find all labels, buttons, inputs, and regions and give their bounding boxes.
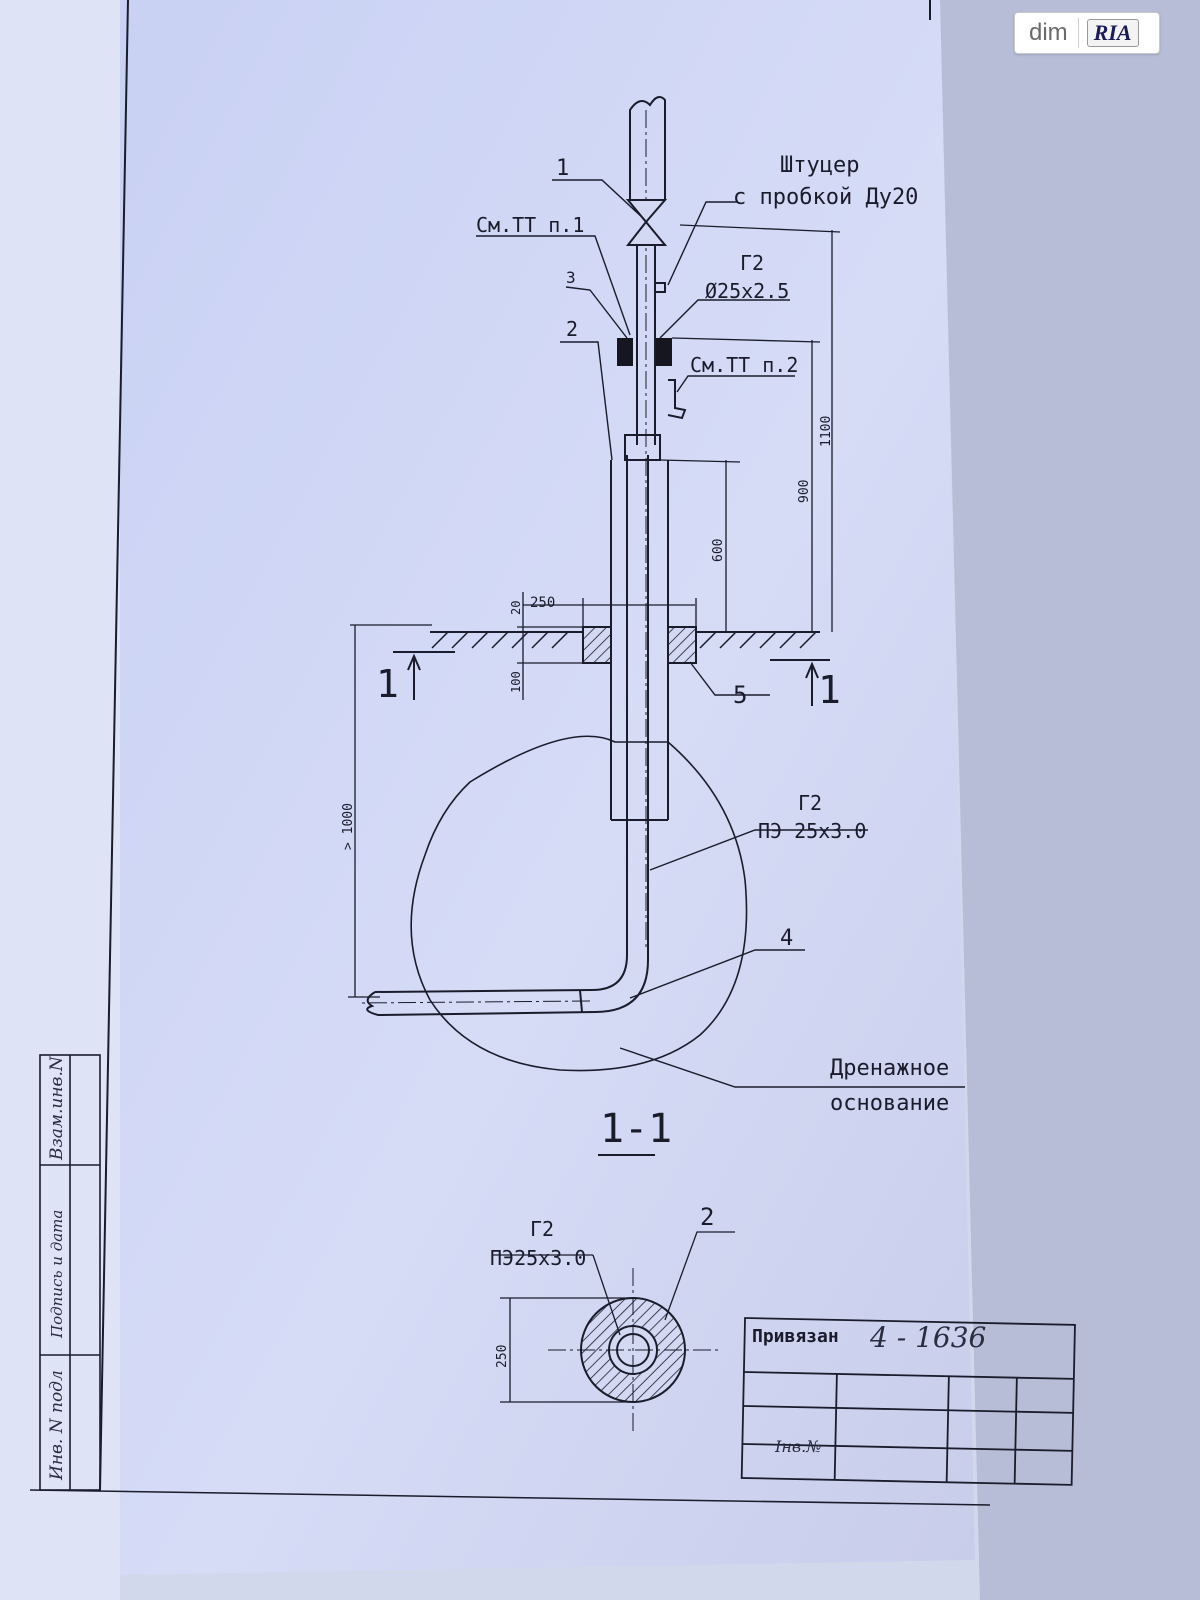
section-mark-right: 1 [818,668,841,712]
watermark-separator [1077,18,1079,48]
callout-smtt1: См.ТТ п.1 [476,213,584,237]
watermark-brand: dim [1029,19,1068,46]
stamp-inv-podl: Инв. N подл [47,1370,67,1481]
dim-1100: 1100 [819,416,834,447]
stamp-vzam: Взам.инв.N [47,1055,67,1161]
callout-shtutser-1: Штуцер [780,153,859,178]
left-page-edge [0,0,120,1600]
dim-20: 20 [509,601,523,615]
cross-section [492,1231,735,1432]
cs-g2: Г2 [530,1217,554,1241]
stamp-podpis: Подпись и дата [48,1210,66,1339]
callout-shtutser-2: с пробкой Ду20 [733,185,918,210]
right-shadow [940,0,1200,1600]
title-block-privyazan-label: Привязан [752,1326,839,1347]
centerline [359,110,647,1004]
valve-icon [625,199,668,246]
section-mark-arrows [393,651,830,706]
leader-lines [476,179,965,1088]
title-block-privyazan-value: 4 - 1636 [869,1321,986,1354]
cs-dim-250: 250 [495,1345,510,1368]
ground-hatch [431,631,817,649]
collar-left [582,626,612,664]
fitting-2 [667,379,687,420]
seal-left [617,338,633,366]
cs-callout-2: 2 [700,1203,714,1231]
callout-g2-a: Г2 [740,251,764,275]
callout-smtt2: См.ТТ п.2 [690,353,798,377]
callout-2: 2 [566,317,578,341]
callout-drain-1: Дренажное [830,1056,949,1081]
dim-600: 600 [711,539,726,562]
callout-pipe-b: ПЭ 25x3.0 [758,819,866,843]
side-stamp [39,1054,101,1491]
watermark-ria-logo: RIA [1086,19,1139,47]
callout-4: 4 [780,926,793,951]
title-block-inv-label: Інв.№ [774,1437,821,1456]
callout-drain-2: основание [830,1091,949,1116]
title-block [740,1317,1076,1486]
frame [29,0,991,1506]
drainage-base-outline [410,735,748,1072]
callout-pipe-a: Ø25x2.5 [705,279,789,303]
section-mark-left: 1 [376,662,399,706]
paper [120,0,975,1575]
collar-right [667,626,697,664]
cs-pipe: ПЭ25x3.0 [490,1246,586,1270]
seal-right [656,338,672,366]
dim-1000: > 1000 [341,803,356,850]
watermark-logo: dim RIA [1014,12,1160,54]
dimension-lines [348,224,841,998]
dim-900: 900 [797,480,812,503]
dim-100: 100 [509,671,523,693]
section-title: 1-1 [600,1106,672,1152]
callout-g2-b: Г2 [798,791,822,815]
dim-250: 250 [530,595,555,611]
callout-1: 1 [556,156,569,181]
callout-5: 5 [733,681,747,709]
shtutser-fitting [655,282,666,293]
callout-3: 3 [566,268,576,287]
